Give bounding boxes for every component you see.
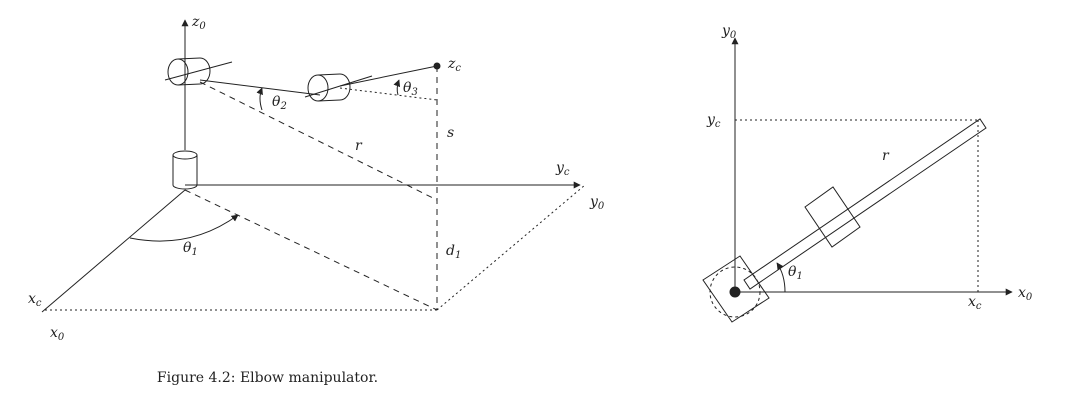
right-diagram-labels: y0 yc x0 xc r θ1 — [706, 23, 1033, 312]
z0-label: z0 — [191, 14, 206, 32]
right-theta1-arc — [776, 262, 786, 293]
elbow-joint — [304, 73, 373, 102]
xc-label: xc — [28, 291, 42, 309]
r-line-dashed — [199, 81, 438, 201]
figure-caption: Figure 4.2: Elbow manipulator. — [156, 370, 379, 386]
right-y0-label: y0 — [721, 23, 737, 41]
right-diagram — [702, 37, 1013, 323]
left-diagram-labels: z0 zc yc y0 xc x0 θ1 θ2 θ3 r s d1 — [28, 14, 605, 343]
y0-dotted-line — [436, 184, 586, 311]
right-x0-label: x0 — [1018, 285, 1033, 303]
right-yc-label: yc — [706, 112, 721, 130]
link-2 — [199, 79, 321, 96]
right-xc-label: xc — [968, 294, 982, 312]
link-3 — [339, 65, 438, 87]
right-base-block — [702, 255, 770, 323]
s-label: s — [447, 125, 454, 141]
theta1-arc — [129, 214, 239, 242]
right-elbow-block — [804, 186, 861, 248]
y0-label: y0 — [589, 194, 605, 212]
theta1-label: θ1 — [183, 240, 198, 258]
right-arm-link — [743, 118, 987, 290]
right-base-dashed-circle — [709, 266, 761, 318]
right-base-pivot — [729, 286, 741, 298]
theta3-reference-dotted — [339, 87, 438, 101]
left-diagram — [41, 19, 586, 313]
d1-label: d1 — [446, 243, 461, 261]
end-effector-point — [433, 62, 441, 70]
yc-label: yc — [555, 160, 570, 178]
zc-label: zc — [447, 56, 461, 74]
ground-diagonal-dashed — [184, 189, 438, 311]
x0-label: x0 — [50, 325, 65, 343]
theta3-label: θ3 — [403, 80, 418, 98]
shoulder-joint — [164, 57, 233, 86]
right-theta1-label: θ1 — [788, 264, 803, 282]
x-axis — [41, 189, 186, 313]
right-r-label: r — [882, 148, 890, 164]
r-label: r — [355, 138, 363, 154]
theta2-arc — [256, 87, 263, 111]
theta3-arc — [393, 79, 401, 96]
base-joint — [172, 150, 198, 190]
theta2-label: θ2 — [272, 94, 287, 112]
